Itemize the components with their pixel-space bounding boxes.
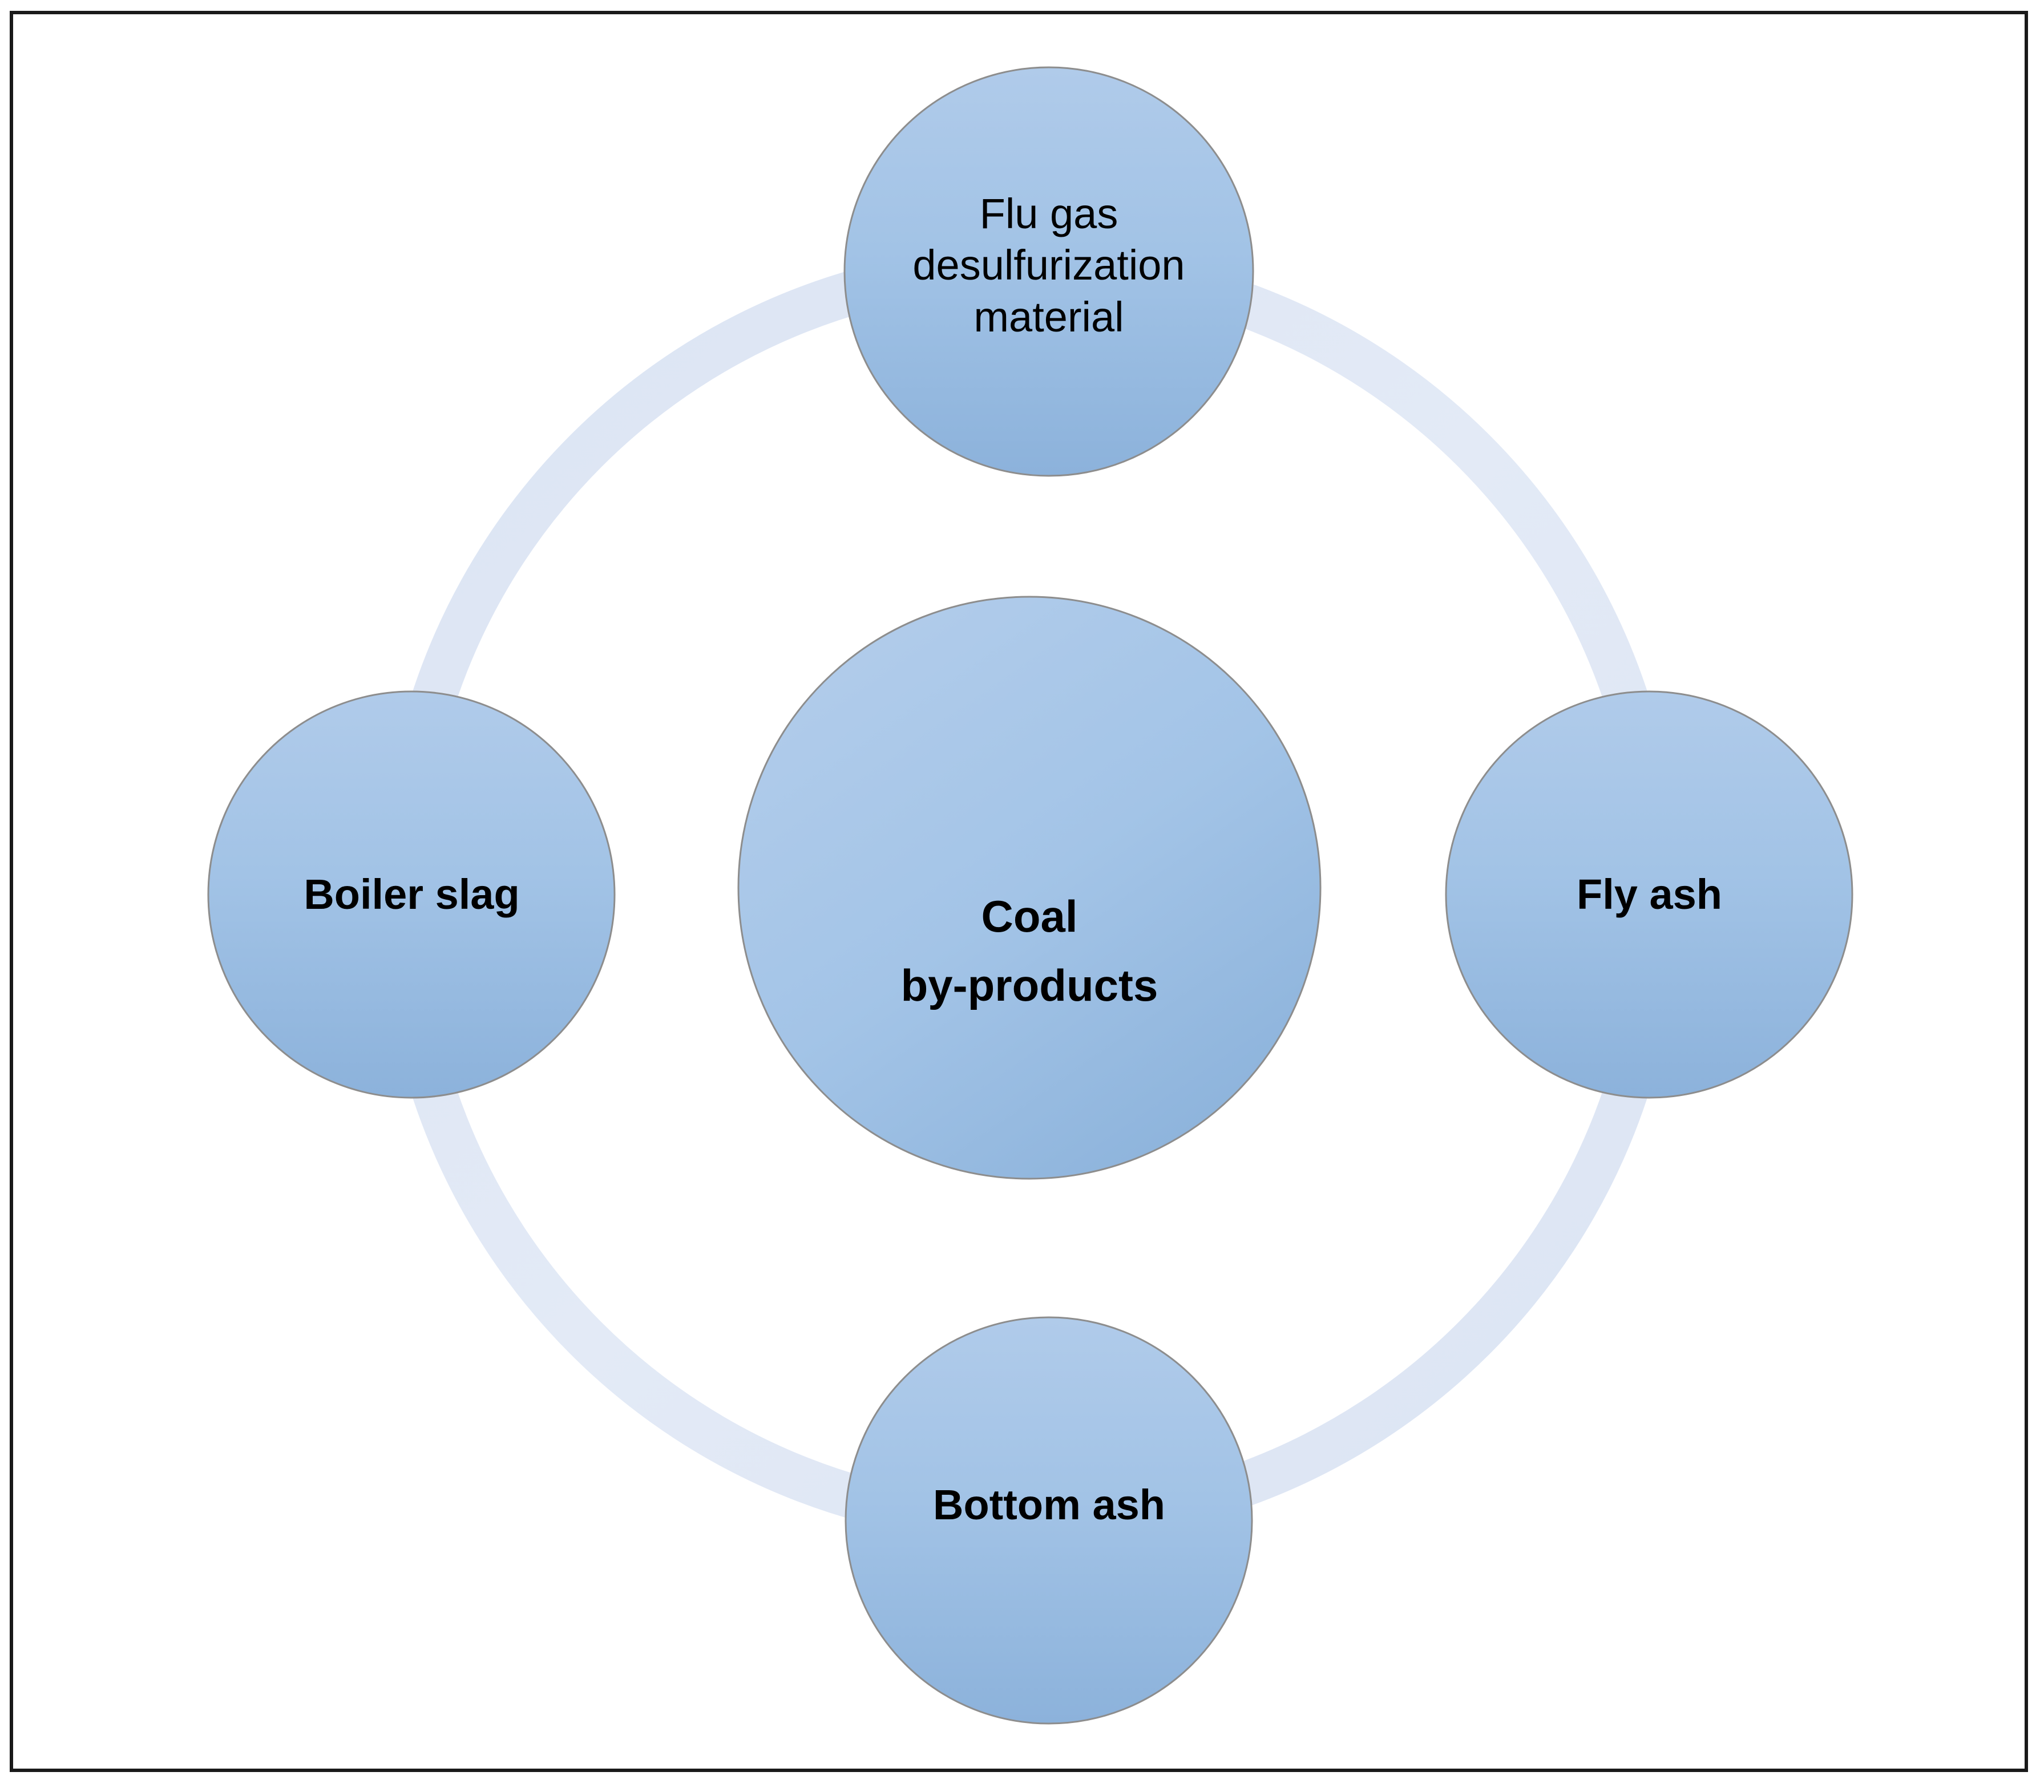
node-circle-boiler-slag[interactable] — [207, 690, 616, 1099]
center-node-circle[interactable] — [737, 596, 1322, 1180]
node-circle-fly-ash[interactable] — [1445, 690, 1853, 1099]
node-circle-bottom-ash[interactable] — [845, 1316, 1253, 1725]
node-circle-flu-gas-desulfurization-material[interactable] — [843, 66, 1254, 477]
